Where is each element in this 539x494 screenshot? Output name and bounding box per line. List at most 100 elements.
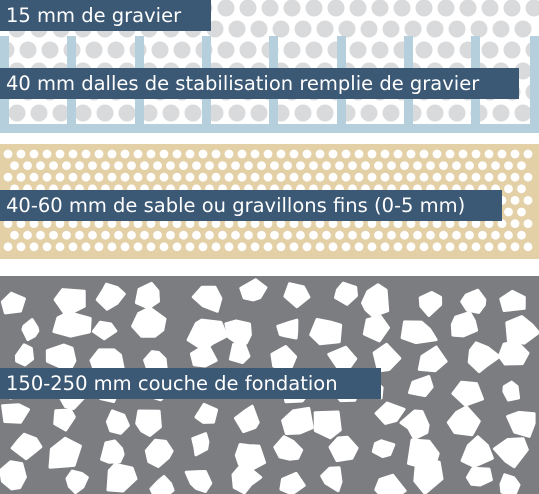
gravel-dot [393,0,411,17]
sand-grain [146,242,156,252]
sand-grain [439,230,448,240]
sand-grain [302,172,312,182]
sand-grain [211,172,221,182]
sand-grain [263,242,273,252]
sand-grain [68,219,78,229]
gravel-dot [404,20,422,38]
foundation-stone [231,461,263,494]
sand-grain [504,230,513,240]
sand-grain [465,161,474,171]
gravel-dot [41,41,59,59]
sand-grain [523,172,533,182]
gravel-dot [371,41,389,59]
sand-grain [393,149,403,159]
gravel-dot [173,41,191,59]
gravel-dot [107,41,125,59]
gravel-dot [19,41,37,59]
foundation-stone [135,409,162,437]
sand-grain [510,242,520,252]
sand-grain [257,161,266,171]
foundation-stone [408,375,434,398]
foundation-stone [371,439,396,459]
foundation-stone [95,282,126,311]
sand-grain [179,230,188,240]
sand-grain [68,242,78,252]
sand-grain [81,242,91,252]
sand-grain [393,219,403,229]
sand-grain [23,161,32,171]
sand-grain [250,149,260,159]
sand-grain [146,172,156,182]
sand-grain [192,161,201,171]
gravel-dot [426,20,444,38]
sand-grain [250,219,260,229]
sand-grain [471,149,481,159]
foundation-stone [149,475,175,494]
sand-grain [523,242,533,252]
foundation-stone [467,341,501,374]
gravel-dot [492,20,510,38]
gravel-dot [283,41,301,59]
sand-grain [302,149,312,159]
foundation-stone [276,318,299,340]
foundation-stone [48,436,82,469]
sand-grain [341,219,351,229]
sand-grain [484,242,494,252]
sand-grain [120,242,130,252]
sand-grain [23,230,32,240]
sand-grain [16,242,26,252]
sand-grain [237,172,247,182]
gravel-dot [448,104,466,122]
foundation-stone [334,281,358,306]
sand-grain [354,172,364,182]
sand-grain [504,207,513,217]
sand-grain [341,242,351,252]
sand-grain [367,219,377,229]
sand-grain [159,172,169,182]
sand-grain [166,161,175,171]
sand-grain [205,161,214,171]
sand-grain [458,149,468,159]
foundation-stone [281,406,314,435]
foundation-stone [450,311,479,338]
sand-grain [29,172,39,182]
gravel-dot [481,0,499,17]
foundation-stone [273,435,304,461]
gravel-dot [305,41,323,59]
sand-grain [81,219,91,229]
sand-grain [133,149,143,159]
gravel-dot [239,41,257,59]
foundation-stone [1,403,30,424]
sand-grain [510,219,520,229]
sand-grain [263,172,273,182]
sand-grain [140,230,149,240]
sand-grain [517,207,526,217]
sand-grain [55,149,65,159]
sand-grain [237,242,247,252]
foundation-stone [328,435,359,463]
sand-grain [497,242,507,252]
sand-grain [179,161,188,171]
sand-grain [133,219,143,229]
foundation-stone [499,289,526,312]
sand-grain [328,172,338,182]
sand-grain [250,172,260,182]
foundation-stone [465,467,493,487]
slab-post [530,36,539,126]
sand-grain [146,149,156,159]
sand-grain [146,219,156,229]
foundation-stone [184,470,213,493]
sand-grain [198,172,208,182]
foundation-stone [451,380,484,407]
sand-grain [49,230,58,240]
sand-grain [367,172,377,182]
foundation-stone [361,283,390,318]
sand-grain [491,161,500,171]
sand-grain [198,219,208,229]
sand-grain [3,242,13,252]
sand-grain [374,161,383,171]
foundation-stone [362,314,390,343]
gravel-dot [228,20,246,38]
sand-grain [16,149,26,159]
sand-grain [62,230,71,240]
